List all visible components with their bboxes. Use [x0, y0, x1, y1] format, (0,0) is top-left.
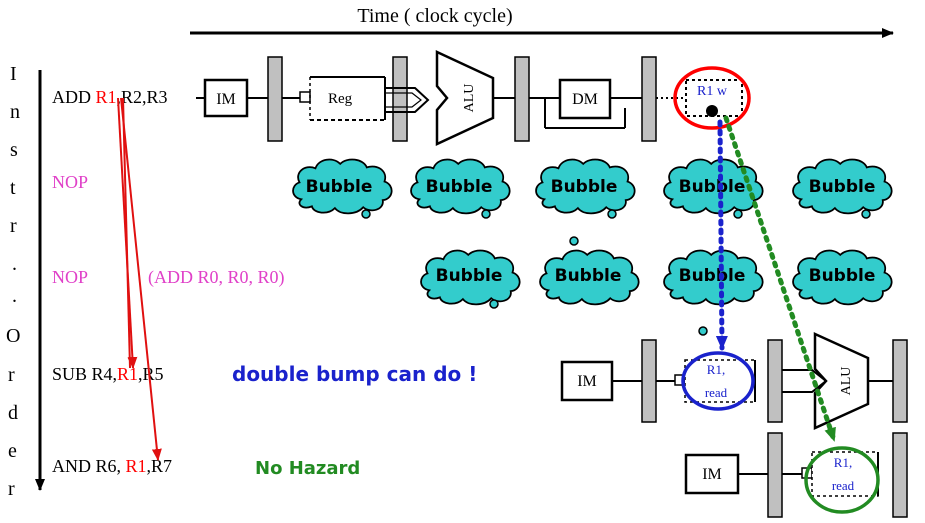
read-highlight-circle — [681, 351, 755, 411]
pipeline-latch — [514, 56, 530, 142]
pipeline-add: IM Reg ALU DM R1 w — [196, 50, 751, 146]
svg-text:I: I — [10, 63, 17, 85]
im-label: IM — [702, 466, 722, 483]
time-axis-label: Time ( clock cycle) — [357, 5, 512, 27]
dm-label: DM — [572, 91, 598, 108]
svg-text:Bubble: Bubble — [436, 266, 503, 286]
im-stage — [684, 453, 740, 495]
bubble: Bubble — [539, 236, 640, 306]
bubble: Bubble — [410, 158, 511, 219]
read-highlight-circle — [804, 446, 880, 514]
svg-text:n: n — [10, 101, 20, 123]
pipeline-latch — [767, 432, 783, 518]
svg-text:O: O — [6, 325, 20, 347]
bubble: Bubble — [663, 158, 764, 219]
svg-text:r: r — [8, 364, 15, 386]
svg-text:t: t — [10, 177, 16, 199]
im-label: IM — [577, 373, 597, 390]
alu-label: ALU — [839, 367, 854, 396]
forward-arrow-blue — [715, 119, 728, 351]
read-reg-stage — [811, 451, 879, 497]
svg-text:e: e — [8, 440, 17, 462]
double-bump-annotation: double bump can do ! — [232, 362, 477, 386]
pipeline-latch — [641, 339, 657, 423]
bubble: Bubble — [420, 249, 521, 309]
svg-text:r: r — [10, 215, 17, 237]
alu-stage — [435, 50, 495, 146]
pipeline-sub: IM R1, read ALU — [560, 332, 908, 430]
instr-order-letters: I n s t r . . O r d e r — [6, 63, 20, 500]
svg-text:r: r — [8, 478, 15, 500]
pipeline-latch — [892, 432, 908, 518]
forward-arrow-green — [723, 115, 837, 443]
svg-text:Bubble: Bubble — [679, 177, 746, 197]
svg-text:read: read — [832, 478, 855, 493]
bubble: Bubble — [292, 158, 393, 219]
svg-text:Bubble: Bubble — [426, 177, 493, 197]
svg-text:.: . — [12, 253, 17, 275]
alu-label: ALU — [462, 84, 477, 113]
instr-sub-label: SUB R4,R1,R5 — [52, 364, 164, 384]
svg-text:R1,: R1, — [707, 362, 725, 377]
bubble-row-2: Bubble Bubble Bubble Bubble — [420, 236, 893, 336]
svg-text:Bubble: Bubble — [809, 266, 876, 286]
pipeline-and: IM R1, read — [684, 432, 908, 518]
alu-stage — [813, 332, 870, 430]
im-label: IM — [216, 91, 236, 108]
instr-nop2-label: NOP — [52, 267, 88, 287]
pipeline-latch — [392, 56, 408, 142]
bubble: Bubble — [663, 249, 764, 336]
svg-text:Bubble: Bubble — [679, 266, 746, 286]
bubble: Bubble — [792, 158, 893, 219]
no-hazard-annotation: No Hazard — [255, 458, 360, 479]
pipeline-latch — [641, 56, 657, 142]
svg-text:.: . — [12, 285, 17, 307]
svg-text:Bubble: Bubble — [809, 177, 876, 197]
pipeline-latch — [767, 339, 783, 423]
svg-text:R1,: R1, — [834, 455, 852, 470]
svg-text:d: d — [8, 402, 18, 424]
svg-text:s: s — [10, 139, 18, 161]
pipeline-latch — [267, 56, 283, 142]
pipeline-latch — [892, 339, 908, 423]
instr-add-label: ADD R1,R2,R3 — [52, 87, 168, 107]
instr-nop2-note: (ADD R0, R0, R0) — [148, 267, 285, 288]
instr-and-label: AND R6, R1,R7 — [52, 456, 172, 476]
read-reg-stage — [684, 359, 756, 403]
write-highlight-circle — [673, 66, 751, 130]
bubble-row-1: Bubble Bubble Bubble Bubble Bubble — [292, 158, 893, 219]
write-label: R1 w — [697, 84, 728, 99]
svg-text:Bubble: Bubble — [306, 177, 373, 197]
svg-text:Bubble: Bubble — [555, 266, 622, 286]
dependency-arrow-and — [120, 97, 162, 461]
svg-text:read: read — [705, 385, 728, 400]
dependency-arrow-sub-second — [122, 97, 131, 369]
svg-text:Bubble: Bubble — [551, 177, 618, 197]
bubble: Bubble — [535, 158, 636, 219]
instr-nop1-label: NOP — [52, 172, 88, 192]
reg-label: Reg — [328, 91, 353, 107]
bubble: Bubble — [792, 249, 893, 306]
